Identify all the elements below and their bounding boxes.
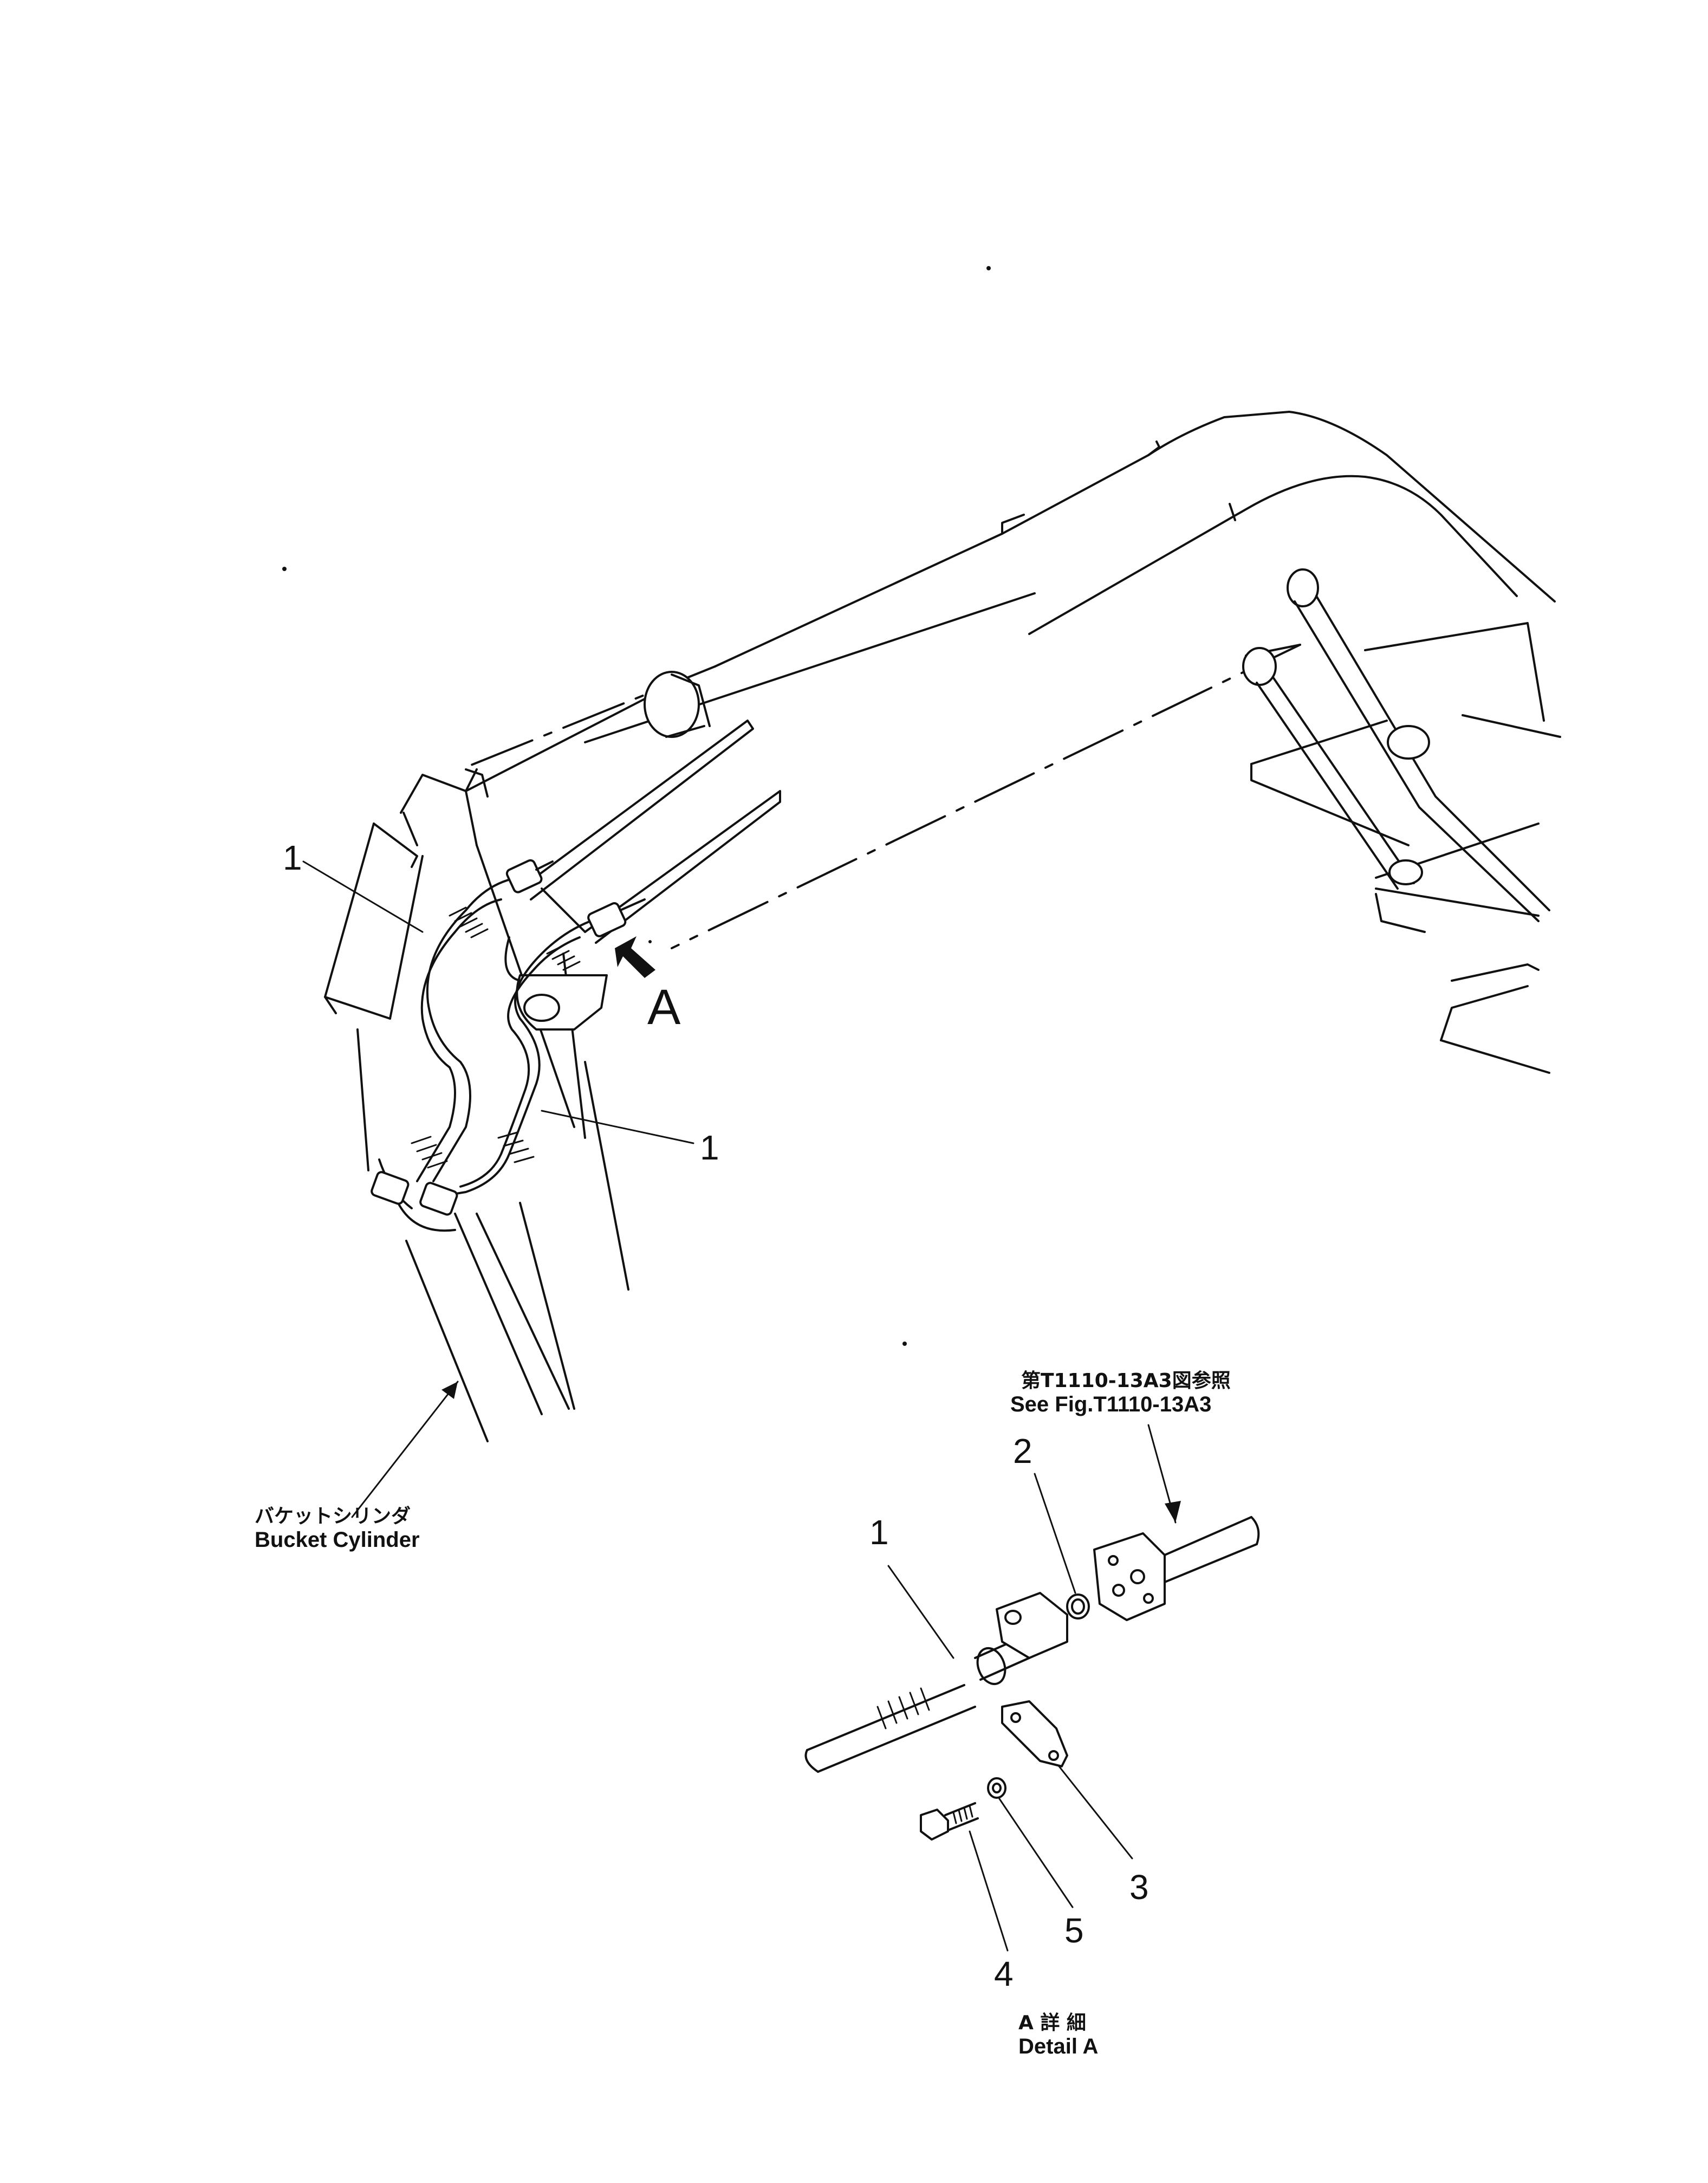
leaders-detail xyxy=(887,1424,1181,1952)
callout-hose-upper: 1 xyxy=(283,838,302,877)
arm-structure xyxy=(324,774,629,1442)
reference-label-jp: 第T1110-13A3図参照 xyxy=(1021,1370,1231,1392)
bucket-cylinder-label-en: Bucket Cylinder xyxy=(255,1528,420,1552)
callout-hose-lower: 1 xyxy=(700,1128,719,1167)
specks xyxy=(282,266,991,1346)
detail-callout-1: 1 xyxy=(869,1513,889,1552)
reference-label-en: See Fig.T1110-13A3 xyxy=(1010,1392,1211,1416)
detail-a-drawing xyxy=(804,1516,1260,1841)
detail-callout-2: 2 xyxy=(1013,1431,1032,1471)
detail-title-jp: A 詳 細 xyxy=(1018,2012,1086,2034)
detail-title-en: Detail A xyxy=(1018,2035,1098,2058)
view-label-a: A xyxy=(647,980,681,1035)
arm-cylinder xyxy=(465,671,781,944)
detail-callout-4: 4 xyxy=(994,1954,1014,1993)
view-arrow xyxy=(615,936,655,978)
boom-cylinders xyxy=(1242,568,1550,922)
hose-assembly-upper xyxy=(371,859,554,1205)
detail-callout-3: 3 xyxy=(1129,1868,1149,1907)
hose-assembly-lower xyxy=(419,898,646,1216)
leaders-main xyxy=(302,860,694,1518)
bucket-cylinder-label-jp: バケットシリンダ xyxy=(255,1505,411,1527)
detail-callout-5: 5 xyxy=(1064,1911,1084,1950)
pin-boss xyxy=(504,936,608,1031)
